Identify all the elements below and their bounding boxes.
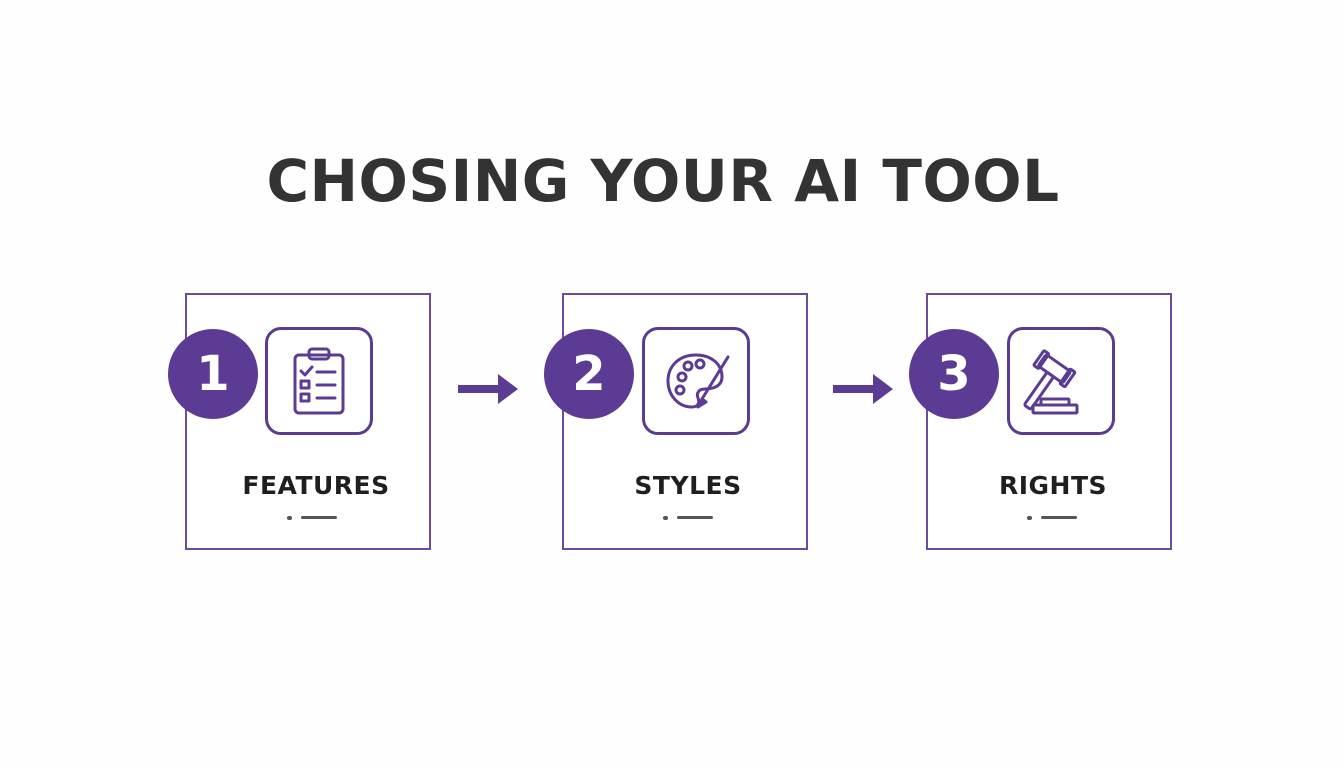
step-label: RIGHTS <box>998 471 1108 500</box>
step-label: FEATURES <box>242 471 390 500</box>
step-number-badge: 1 <box>168 329 258 419</box>
step-number-badge: 3 <box>909 329 999 419</box>
palette-brush-icon <box>642 327 750 435</box>
step-label: STYLES <box>634 471 742 500</box>
step-number-badge: 2 <box>544 329 634 419</box>
arrow-right-icon <box>458 374 518 404</box>
arrow-right-icon <box>833 374 893 404</box>
page-title: CHOSING YOUR AI TOOL <box>266 147 1060 215</box>
clipboard-checklist-icon <box>265 327 373 435</box>
gavel-icon <box>1007 327 1115 435</box>
